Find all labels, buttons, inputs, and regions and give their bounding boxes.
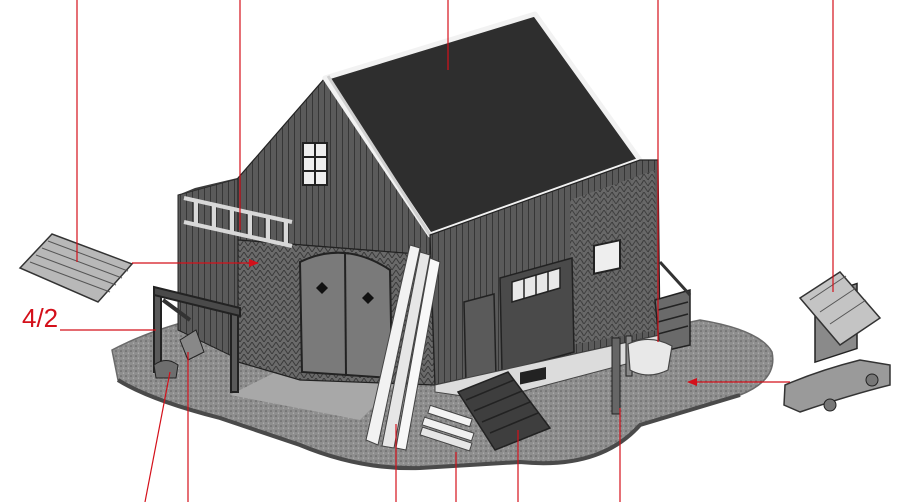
loose-roof-panel: [20, 234, 132, 302]
side-door: [464, 294, 496, 384]
back-stairs: [655, 262, 690, 352]
barrel: [154, 361, 178, 379]
loose-shed-piece: [784, 272, 890, 412]
attic-window: [303, 143, 327, 185]
sack-pile: [628, 339, 672, 375]
garage-door: [500, 258, 574, 372]
callout-label: 4/2: [22, 305, 58, 331]
side-window: [594, 240, 620, 274]
barn-door: [300, 252, 392, 378]
